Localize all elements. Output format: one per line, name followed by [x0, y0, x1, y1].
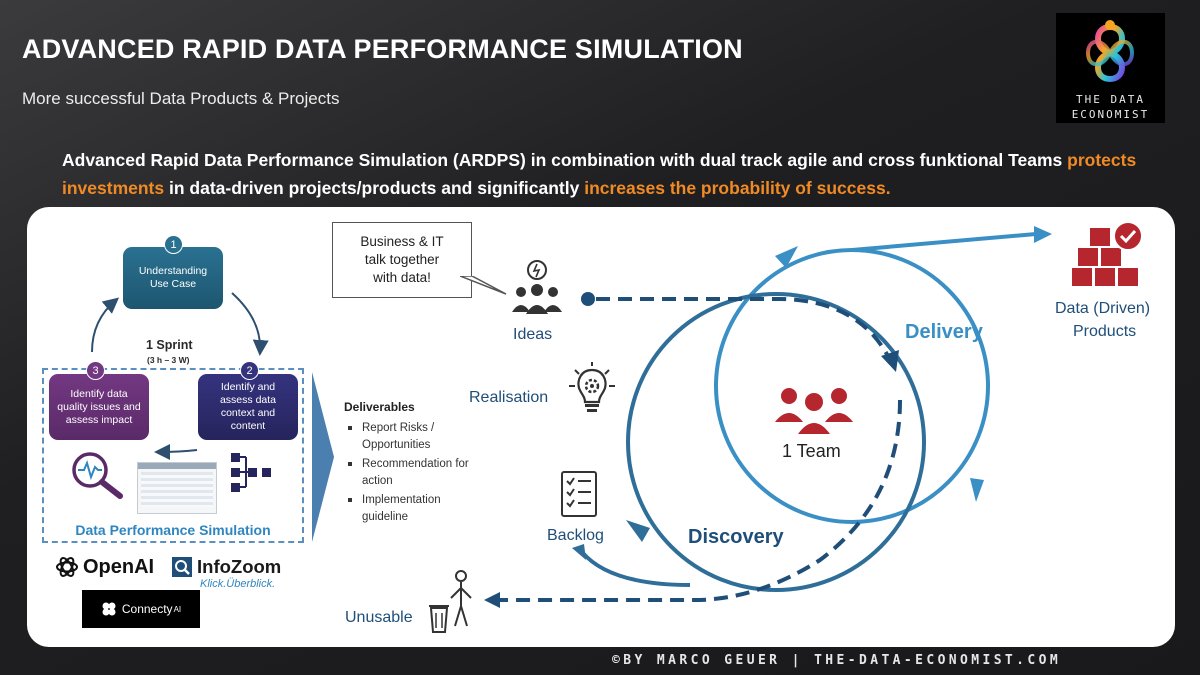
step3-label: Identify data quality issues and assess …	[57, 387, 141, 426]
intro-text-1: Advanced Rapid Data Performance Simulati…	[62, 150, 1068, 170]
sprint-duration: (3 h – 3 W)	[147, 355, 190, 365]
intro-text-2: in data-driven projects/products and sig…	[164, 178, 585, 198]
connecty-logo: Connecty AI	[82, 590, 200, 628]
magnifier-pulse-icon	[72, 452, 123, 499]
unusable-label: Unusable	[345, 609, 413, 626]
step1-number: 1	[164, 235, 183, 254]
deliverables-block: Deliverables Report Risks / Opportunitie…	[344, 400, 474, 528]
step-identify-quality-issues: Identify data quality issues and assess …	[49, 374, 149, 440]
callout-bubble: Business & IT talk together with data!	[332, 222, 472, 298]
callout-text: Business & IT talk together with data!	[360, 234, 444, 285]
page-title: ADVANCED RAPID DATA PERFORMANCE SIMULATI…	[22, 34, 743, 64]
infinity-knot-icon	[1085, 20, 1135, 83]
step2-label: Identify and assess data context and con…	[219, 381, 277, 432]
sprint-label: 1 Sprint	[146, 338, 193, 352]
intro-highlight-1: protects investments	[62, 150, 1137, 198]
delivery-label: Delivery	[905, 321, 983, 343]
infozoom-icon	[172, 557, 192, 577]
openai-icon	[56, 557, 78, 577]
simulation-frame	[42, 368, 304, 543]
team-label: 1 Team	[782, 441, 841, 461]
footer-credit: ©BY MARCO GEUER | THE-DATA-ECONOMIST.COM	[612, 653, 1062, 668]
deliverables-heading: Deliverables	[344, 400, 415, 414]
page-subtitle: More successful Data Products & Projects	[22, 89, 340, 108]
step3-number: 3	[86, 361, 105, 380]
products-boxes-icon	[1072, 221, 1143, 286]
infozoom-tagline: Klick.Überblick.	[200, 578, 276, 590]
intro-statement: Advanced Rapid Data Performance Simulati…	[62, 146, 1172, 202]
discovery-label: Discovery	[688, 526, 784, 548]
step-identify-data-context: Identify and assess data context and con…	[198, 374, 298, 440]
team-people-icon	[775, 388, 853, 434]
backlog-label: Backlog	[547, 527, 604, 544]
software-screenshot	[137, 462, 217, 514]
deliverable-item: Recommendation for action	[344, 456, 474, 490]
simulation-frame-label: Data Performance Simulation	[75, 522, 271, 538]
products-label-line1: Data (Driven)	[1055, 300, 1151, 317]
realisation-label: Realisation	[469, 389, 549, 406]
ideas-label: Ideas	[513, 326, 553, 343]
logo-text-line2: ECONOMIST	[1071, 108, 1150, 121]
hierarchy-icon	[231, 453, 271, 492]
backlog-checklist-icon	[561, 471, 597, 517]
callout-tail	[460, 276, 507, 295]
connecty-label: Connecty	[121, 602, 173, 616]
step-understanding-use-case: Understanding Use Case	[123, 247, 223, 309]
openai-logo: OpenAI	[55, 555, 154, 579]
chevron-right-icon	[312, 372, 334, 542]
step2-number: 2	[240, 361, 259, 380]
trash-person-icon	[429, 570, 472, 633]
deliverable-item: Report Risks / Opportunities	[344, 420, 474, 454]
infozoom-logo: InfoZoom Klick.Überblick.	[172, 556, 281, 590]
brand-logo: THE DATA ECONOMIST	[1056, 13, 1165, 123]
logo-text-line1: THE DATA	[1076, 93, 1145, 106]
connecty-icon	[102, 602, 116, 616]
products-label-line2: Products	[1073, 323, 1137, 340]
infozoom-label: InfoZoom	[197, 556, 282, 577]
connecty-ai-label: AI	[173, 604, 182, 614]
openai-label: OpenAI	[83, 555, 155, 578]
discovery-loop	[626, 292, 926, 592]
step1-label: Understanding Use Case	[138, 265, 208, 290]
deliverable-item: Implementation guideline	[344, 492, 474, 526]
lightbulb-gear-icon	[569, 362, 615, 412]
ideas-people-icon	[512, 260, 562, 314]
intro-highlight-2: increases the probability of success.	[584, 178, 891, 198]
